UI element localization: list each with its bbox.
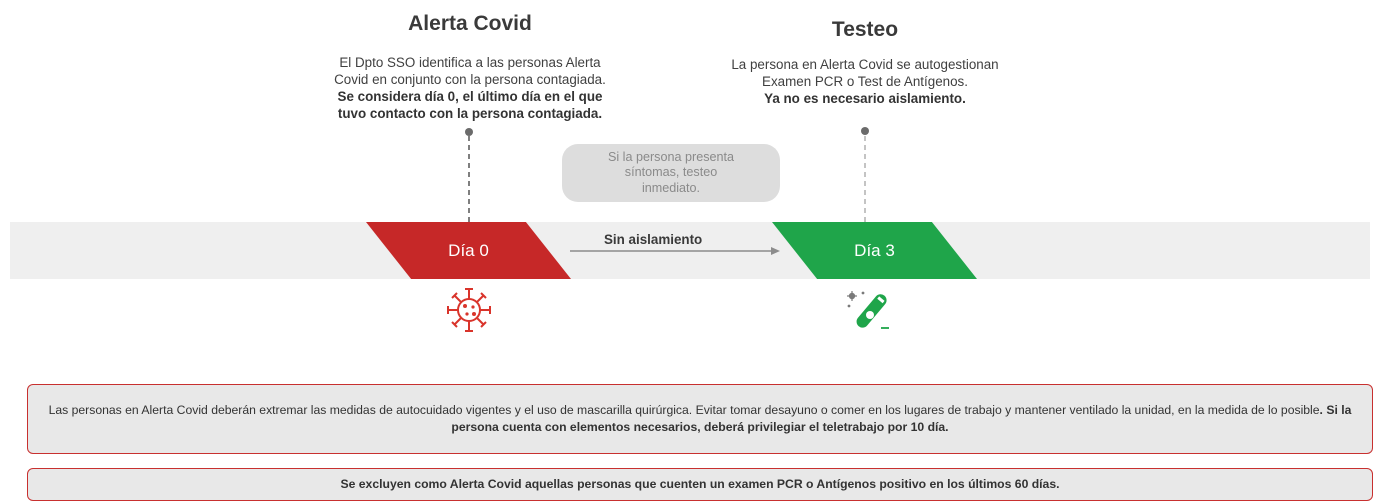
exclusion-text: Se excluyen como Alerta Covid aquellas p… [340, 477, 1060, 491]
day-3-label: Día 3 [854, 240, 895, 260]
day-0-label: Día 0 [448, 240, 489, 260]
timeline-arrow [570, 247, 780, 255]
symptoms-hint-bubble: Si la persona presenta síntomas, testeo … [562, 144, 780, 202]
description-line: La persona en Alerta Covid se autogestio… [731, 57, 999, 72]
hint-line: síntomas, testeo [624, 165, 718, 180]
hint-line: Si la persona presenta [607, 149, 735, 164]
description-bold-line: tuvo contacto con la persona contagiada. [337, 106, 603, 121]
precautions-text: Las personas en Alerta Covid deberán ext… [48, 403, 1320, 417]
exclusion-note: Se excluyen como Alerta Covid aquellas p… [27, 468, 1373, 501]
connector-dot-day3 [861, 127, 869, 135]
no-isolation-label: Sin aislamiento [604, 232, 703, 247]
description-bold-line: Ya no es necesario aislamiento. [764, 91, 966, 106]
step-title-testeo: Testeo [831, 18, 899, 41]
precautions-note: Las personas en Alerta Covid deberán ext… [27, 384, 1373, 454]
description-bold-line: Se considera día 0, el último día en el … [337, 89, 603, 104]
step-title-alerta-covid: Alerta Covid [408, 12, 532, 35]
step-description-alerta-covid: El Dpto SSO identifica a las personas Al… [270, 54, 670, 122]
description-line: Covid en conjunto con la persona contagi… [334, 72, 606, 87]
telework-text: . Si la persona cuenta con elementos nec… [451, 403, 1352, 434]
step-description-testeo: La persona en Alerta Covid se autogestio… [665, 56, 1065, 107]
test-tube-icon [847, 291, 889, 329]
description-line: Examen PCR o Test de Antígenos. [762, 74, 968, 89]
connector-dot-day0 [465, 128, 473, 136]
virus-icon [447, 288, 491, 332]
hint-line: inmediato. [641, 180, 701, 195]
description-line: El Dpto SSO identifica a las personas Al… [339, 55, 601, 70]
